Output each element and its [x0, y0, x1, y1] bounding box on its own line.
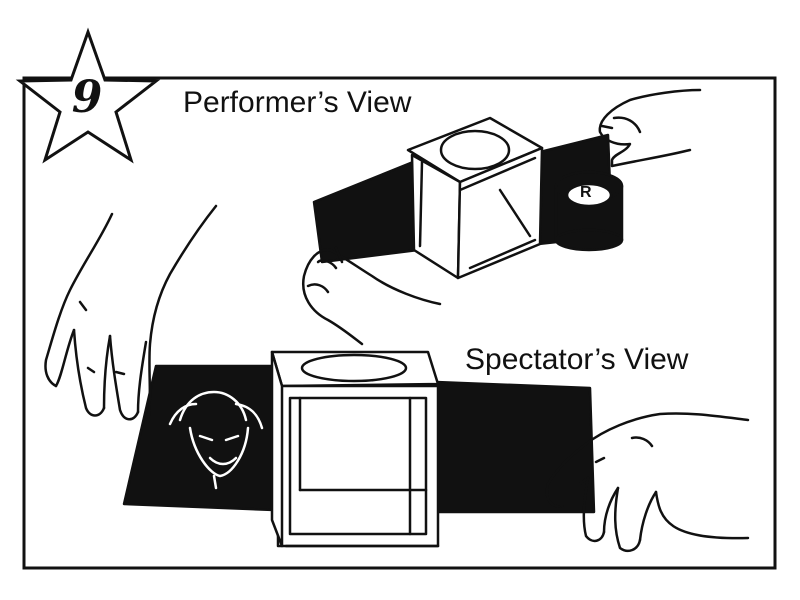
- spectator-left-hand: [44, 212, 114, 388]
- performer-view-label: Performer’s View: [183, 86, 412, 119]
- spectator-right-hand: [545, 412, 750, 508]
- performer-right-hand: [598, 88, 702, 168]
- jester-face: [168, 390, 264, 490]
- spectator-box-hole: [300, 353, 408, 383]
- step-star: [15, 27, 161, 164]
- performer-view-scene: [301, 88, 702, 346]
- tape-roll: [554, 170, 624, 252]
- step-number: 9: [71, 72, 103, 123]
- tape-roll-letter: R: [580, 184, 592, 201]
- performer-box-hole: [439, 129, 511, 171]
- performer-left-hand: [301, 248, 442, 346]
- spectator-view-label: Spectator’s View: [465, 343, 689, 376]
- spectator-view-scene: [44, 204, 750, 552]
